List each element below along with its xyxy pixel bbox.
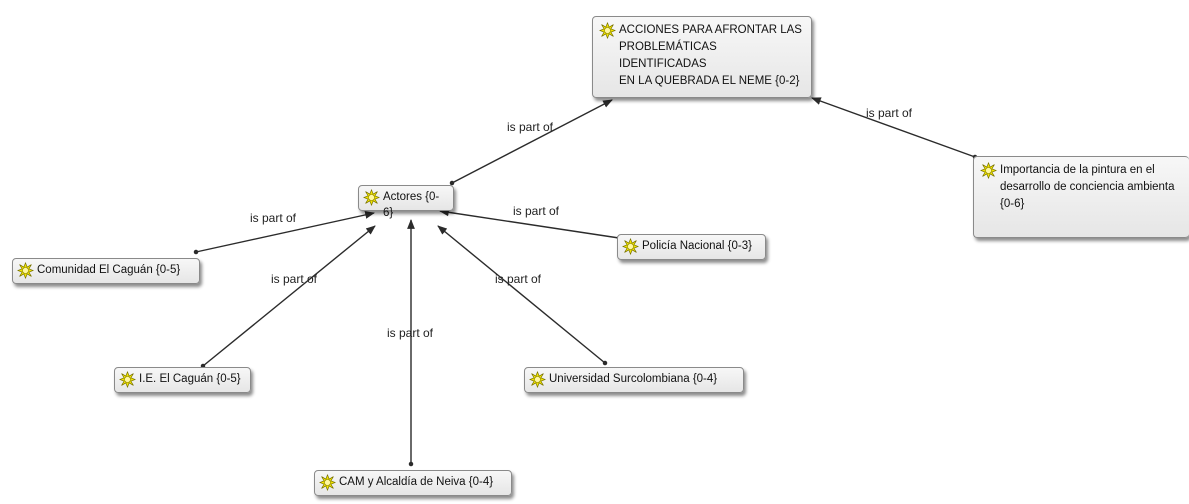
edge-actores-acciones[interactable] bbox=[449, 99, 613, 186]
node-label: CAM y Alcaldía de Neiva {0-4} bbox=[339, 476, 494, 488]
edge-universidad-actores[interactable] bbox=[437, 225, 608, 366]
node-label: Importancia de la pintura en el desarrol… bbox=[1000, 164, 1175, 210]
edge-label-importancia-acciones: is part of bbox=[866, 106, 913, 120]
code-quote-icon bbox=[17, 262, 34, 279]
node-ie[interactable]: I.E. El Caguán {0-5} bbox=[114, 367, 251, 393]
node-policia[interactable]: Policía Nacional {0-3} bbox=[617, 234, 766, 260]
code-quote-icon bbox=[622, 238, 639, 255]
edge-ie-actores[interactable] bbox=[200, 225, 376, 369]
edge-importancia-acciones[interactable] bbox=[811, 97, 978, 160]
node-label: ACCIONES PARA AFRONTAR LAS PROBLEMÁTICAS… bbox=[619, 24, 802, 87]
node-acciones[interactable]: ACCIONES PARA AFRONTAR LAS PROBLEMÁTICAS… bbox=[592, 16, 812, 98]
edge-label-actores-acciones: is part of bbox=[507, 120, 554, 134]
edge-label-comunidad-actores: is part of bbox=[250, 211, 297, 225]
node-label: Actores {0-6} bbox=[383, 191, 440, 219]
code-quote-icon bbox=[119, 371, 136, 388]
code-quote-icon bbox=[363, 189, 380, 206]
edge-label-policia-actores: is part of bbox=[513, 204, 560, 218]
code-quote-icon bbox=[529, 371, 546, 388]
node-actores[interactable]: Actores {0-6} bbox=[358, 185, 454, 219]
edge-label-universidad-actores: is part of bbox=[495, 272, 542, 286]
node-label: Comunidad El Caguán {0-5} bbox=[37, 264, 181, 276]
code-quote-icon bbox=[599, 22, 616, 39]
edge-label-ie-actores: is part of bbox=[271, 272, 318, 286]
node-label: I.E. El Caguán {0-5} bbox=[139, 373, 241, 385]
code-quote-icon bbox=[319, 474, 336, 491]
node-comunidad[interactable]: Comunidad El Caguán {0-5} bbox=[12, 258, 200, 284]
node-importancia[interactable]: Importancia de la pintura en el desarrol… bbox=[973, 156, 1189, 238]
node-universidad[interactable]: Universidad Surcolombiana {0-4} bbox=[524, 367, 744, 393]
node-label: Universidad Surcolombiana {0-4} bbox=[549, 373, 718, 385]
edge-label-cam-actores: is part of bbox=[387, 326, 434, 340]
code-quote-icon bbox=[980, 162, 997, 179]
node-cam[interactable]: CAM y Alcaldía de Neiva {0-4} bbox=[314, 470, 512, 496]
node-label: Policía Nacional {0-3} bbox=[642, 240, 752, 252]
